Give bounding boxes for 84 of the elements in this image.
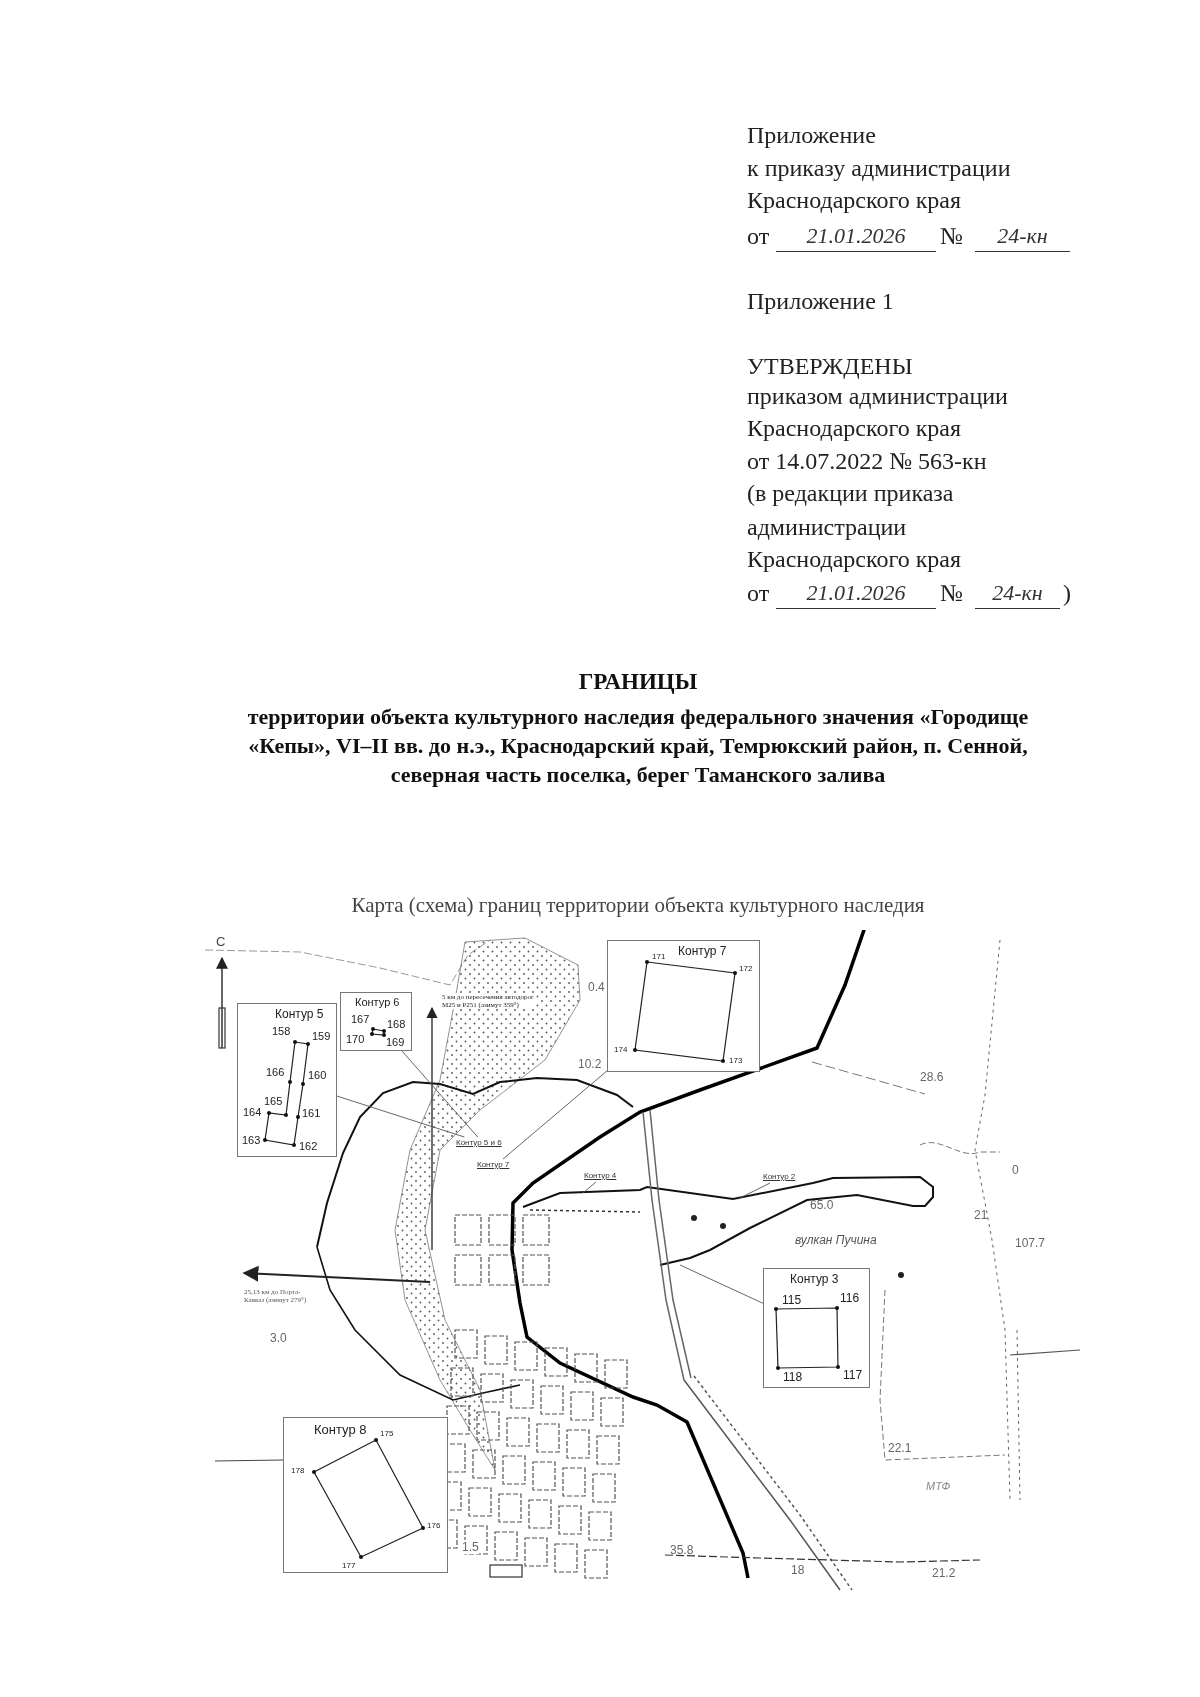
contour-inset xyxy=(283,1417,448,1573)
approval-text: от xyxy=(747,579,770,608)
point-number: 169 xyxy=(386,1037,405,1048)
handwritten-date: 21.01.2026 xyxy=(776,221,936,252)
point-number: 118 xyxy=(783,1371,803,1383)
annex-text: от xyxy=(747,222,770,251)
leader-line xyxy=(502,1070,608,1160)
point-number: 117 xyxy=(843,1369,863,1381)
elevation-mark: 1.5 xyxy=(462,1540,479,1554)
point-number: 159 xyxy=(312,1031,331,1042)
place-name: вулкан Пучина xyxy=(795,1233,877,1247)
document-title: ГРАНИЦЫ xyxy=(577,668,699,696)
point-number: 171 xyxy=(652,953,666,961)
approval-text: приказом администрации xyxy=(747,382,1008,411)
elevation-mark: 0 xyxy=(1012,1163,1019,1177)
approval-text: ) xyxy=(1063,579,1071,608)
elevation-mark: 21 xyxy=(974,1208,988,1222)
point-number: 170 xyxy=(346,1034,365,1045)
point-number: 173 xyxy=(729,1057,743,1065)
annex-heading: Приложение xyxy=(747,121,876,150)
contour-title: Контур 5 xyxy=(275,1008,324,1020)
map-caption: Карта (схема) границ территории объекта культурного наследия xyxy=(350,892,926,919)
contour-inset xyxy=(237,1003,337,1157)
point-number: 168 xyxy=(387,1019,406,1030)
elevation-mark: 28.6 xyxy=(920,1070,944,1084)
contour-inset xyxy=(763,1268,870,1388)
approval-text: администрации xyxy=(747,513,907,542)
map-tag: Контур 2 xyxy=(763,1171,801,1183)
contour-title: Контур 6 xyxy=(355,997,400,1008)
subtitle-text: территории объекта культурного наследия федерального значения «Городище «Кепы», VI–II вв. до н.э., Краснодарский край, Темрюкский район, п. Сенной, северная часть поселка, берег Таманского залива xyxy=(246,703,1030,789)
contour-title: Контур 8 xyxy=(314,1423,367,1436)
annex-text: № xyxy=(940,222,963,251)
approval-text: от 14.07.2022 № 563-кн xyxy=(747,447,987,476)
point-number: 165 xyxy=(264,1096,283,1107)
point-number: 163 xyxy=(242,1135,261,1146)
point-number: 172 xyxy=(739,965,753,973)
contour-inset xyxy=(340,992,412,1051)
north-label: С xyxy=(216,935,226,949)
handwritten-number: 24-кн xyxy=(975,578,1060,609)
point-number: 116 xyxy=(840,1292,860,1304)
contour-inset xyxy=(607,940,760,1072)
handwritten-number: 24-кн xyxy=(975,221,1070,252)
map-tag: Контур 4 xyxy=(584,1170,622,1182)
point-number: 178 xyxy=(291,1467,305,1475)
point-number: 162 xyxy=(299,1141,318,1152)
point-number: 167 xyxy=(351,1014,370,1025)
elevation-mark: 21.2 xyxy=(932,1566,956,1580)
point-number: 175 xyxy=(380,1430,394,1438)
point-number: 177 xyxy=(342,1562,356,1570)
place-name: МТФ xyxy=(926,1480,951,1492)
point-number: 115 xyxy=(782,1294,802,1306)
approval-text: Краснодарского края xyxy=(747,414,962,443)
leader-line xyxy=(336,1095,465,1138)
point-number: 166 xyxy=(266,1067,285,1078)
point-number: 158 xyxy=(272,1026,291,1037)
contour-title: Контур 7 xyxy=(678,945,727,957)
point-number: 161 xyxy=(302,1108,321,1119)
elevation-mark: 22.1 xyxy=(888,1441,912,1455)
leader-line xyxy=(582,1181,597,1194)
elevation-mark: 3.0 xyxy=(270,1331,287,1345)
approval-text: Краснодарского края xyxy=(747,545,962,574)
leader-line xyxy=(401,1050,479,1138)
leader-line xyxy=(679,1264,764,1304)
annex-heading: Приложение 1 xyxy=(747,287,894,316)
point-number: 176 xyxy=(427,1522,441,1530)
handwritten-date: 21.01.2026 xyxy=(776,578,936,609)
map-tag: Контур 7 xyxy=(477,1159,515,1171)
elevation-mark: 65.0 xyxy=(810,1198,834,1212)
elevation-mark: 35.8 xyxy=(670,1543,694,1557)
elevation-mark: 18 xyxy=(791,1563,805,1577)
contour-title: Контур 3 xyxy=(790,1273,839,1285)
map-tag: Контур 5 и 6 xyxy=(456,1137,510,1149)
approval-heading: УТВЕРЖДЕНЫ xyxy=(747,352,913,381)
elevation-mark: 0.4 xyxy=(588,980,605,994)
point-number: 174 xyxy=(614,1046,628,1054)
point-number: 164 xyxy=(243,1107,262,1118)
annex-text: Краснодарского края xyxy=(747,186,962,215)
elevation-mark: 10.2 xyxy=(578,1057,602,1071)
annex-text: к приказу администрации xyxy=(747,154,1011,183)
approval-text: № xyxy=(940,579,963,608)
leader-line xyxy=(737,1182,771,1200)
approval-text: (в редакции приказа xyxy=(747,479,954,508)
point-number: 160 xyxy=(308,1070,327,1081)
elevation-mark: 107.7 xyxy=(1015,1236,1046,1250)
